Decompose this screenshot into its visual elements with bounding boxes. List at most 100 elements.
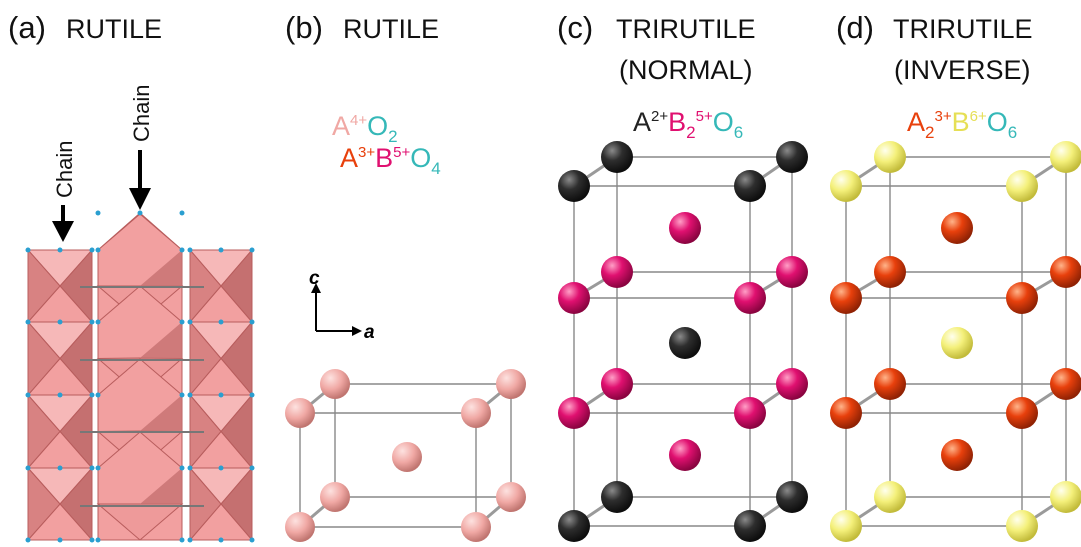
vertex-dot <box>249 537 255 543</box>
atom <box>776 141 808 173</box>
atom <box>734 282 766 314</box>
atom <box>1006 510 1038 542</box>
vertex-dot <box>95 537 101 543</box>
atom <box>601 256 633 288</box>
vertex-dot <box>57 392 63 398</box>
vertex-dot <box>89 247 95 253</box>
vertex-dot <box>187 537 193 543</box>
octahedron-face <box>27 466 61 542</box>
vertex-dot <box>25 392 31 398</box>
vertex-dot <box>95 210 101 216</box>
rutile-unit-cell <box>285 369 526 542</box>
vertex-dot <box>89 465 95 471</box>
vertex-dot <box>25 319 31 325</box>
vertex-dot <box>249 247 255 253</box>
chain-arrow-left <box>52 205 74 242</box>
vertex-dot <box>218 319 224 325</box>
atom <box>734 170 766 202</box>
atom <box>776 256 808 288</box>
axis-a-label: a <box>364 322 375 343</box>
formula-anion: O <box>367 111 388 141</box>
panel-d-subtitle: (INVERSE) <box>894 55 1031 85</box>
panel-d-label: (d) <box>836 10 874 45</box>
axis-indicator: c a <box>309 268 375 343</box>
vertex-dot <box>57 319 63 325</box>
formula-rutile-1: A4+O2 <box>332 111 398 146</box>
atom <box>601 141 633 173</box>
vertex-dot <box>179 537 185 543</box>
atom <box>874 141 906 173</box>
vertex-dot <box>187 319 193 325</box>
panel-b: (b) RUTILE A4+O2 A3+B5+O4 c a <box>285 10 526 542</box>
formula-ion: A <box>332 111 350 141</box>
vertex-dot <box>25 465 31 471</box>
atom <box>830 170 862 202</box>
atom <box>558 510 590 542</box>
atom <box>1006 282 1038 314</box>
panel-b-label: (b) <box>285 10 323 45</box>
atom <box>874 481 906 513</box>
atom <box>776 481 808 513</box>
vertex-dot <box>137 210 143 216</box>
atom <box>1050 481 1081 513</box>
vertex-dot <box>187 465 193 471</box>
atom <box>601 481 633 513</box>
vertex-dot <box>187 247 193 253</box>
vertex-dot <box>218 537 224 543</box>
vertex-dot <box>57 465 63 471</box>
atom <box>461 512 491 542</box>
chain-label-right: Chain <box>129 85 154 142</box>
octahedron-face <box>27 393 61 470</box>
atom <box>669 212 701 244</box>
atom <box>1006 170 1038 202</box>
atom <box>669 327 701 359</box>
vertex-dot <box>249 319 255 325</box>
panel-a-label: (a) <box>8 10 46 45</box>
octahedron-face <box>189 466 222 542</box>
vertex-dot <box>179 247 185 253</box>
vertex-dot <box>187 392 193 398</box>
vertex-dot <box>57 247 63 253</box>
atom <box>285 398 315 428</box>
vertex-dot <box>218 392 224 398</box>
panel-d-title: TRIRUTILE <box>893 14 1033 44</box>
trirutile-normal-cell <box>558 141 808 542</box>
atom <box>941 439 973 471</box>
vertex-dot <box>179 319 185 325</box>
atom <box>830 397 862 429</box>
chain-arrow-right <box>129 150 151 210</box>
atom <box>496 482 526 512</box>
atom <box>285 512 315 542</box>
formula-inverse: A23+B6+O6 <box>907 107 1017 142</box>
vertex-dot <box>218 247 224 253</box>
atom <box>669 439 701 471</box>
atom <box>874 256 906 288</box>
atom <box>874 368 906 400</box>
atom <box>830 510 862 542</box>
vertex-dot <box>95 247 101 253</box>
vertex-dot <box>249 392 255 398</box>
vertex-dot <box>95 465 101 471</box>
panel-c-title: TRIRUTILE <box>616 14 756 44</box>
atom <box>558 397 590 429</box>
vertex-dot <box>179 392 185 398</box>
formula-charge: 4+ <box>350 112 367 129</box>
vertex-dot <box>89 537 95 543</box>
atom <box>558 282 590 314</box>
atom <box>320 369 350 399</box>
trirutile-inverse-cell <box>830 141 1081 542</box>
vertex-dot <box>179 210 185 216</box>
formula-normal: A2+B25+O6 <box>633 107 743 142</box>
octahedron-face <box>189 320 222 397</box>
atom <box>1050 256 1081 288</box>
panel-a-title: RUTILE <box>66 14 162 44</box>
vertex-dot <box>179 465 185 471</box>
panel-a: (a) RUTILE Chain Chain <box>8 10 255 543</box>
octahedron-face <box>27 320 61 397</box>
atom <box>1006 397 1038 429</box>
formula-rutile-2: A3+B5+O4 <box>340 143 441 178</box>
panel-c-label: (c) <box>557 10 593 45</box>
atom <box>461 398 491 428</box>
atom <box>734 397 766 429</box>
